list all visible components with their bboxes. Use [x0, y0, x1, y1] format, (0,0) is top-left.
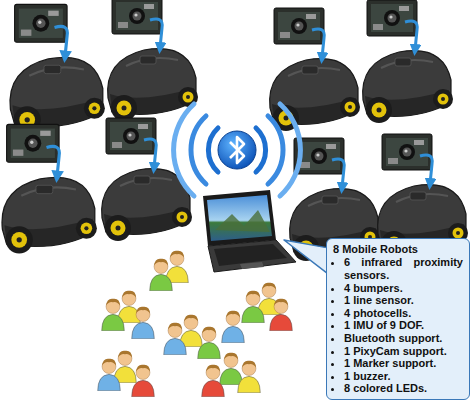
callout-heading: 8 Mobile Robots	[333, 243, 463, 256]
feature-item: 1 buzzer.	[344, 370, 463, 383]
feature-item: 6 infrared proximity sensors.	[344, 256, 463, 281]
feature-item: 8 colored LEDs.	[344, 382, 463, 395]
feature-item: 1 line sensor.	[344, 294, 463, 307]
feature-item: Bluetooth support.	[344, 332, 463, 345]
feature-item: 4 photocells.	[344, 307, 463, 320]
feature-item: 1 Marker support.	[344, 357, 463, 370]
feature-item: 1 PixyCam support.	[344, 345, 463, 358]
callout-box: 8 Mobile Robots6 infrared proximity sens…	[326, 238, 470, 400]
feature-list: 6 infrared proximity sensors.4 bumpers.1…	[333, 256, 463, 395]
feature-item: 4 bumpers.	[344, 282, 463, 295]
feature-item: 1 IMU of 9 DOF.	[344, 319, 463, 332]
